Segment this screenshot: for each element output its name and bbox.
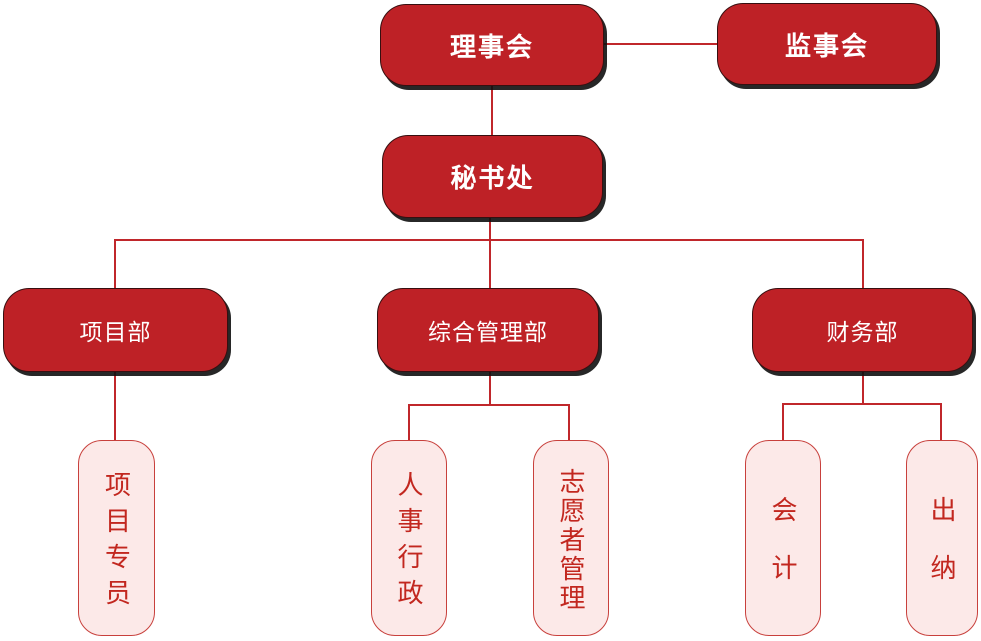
connector-finance-down — [862, 372, 864, 404]
node-volunteer-mgmt-label: 志愿者管理 — [556, 467, 586, 613]
connector-volunteer-drop — [568, 404, 570, 440]
node-supervisory-label: 监事会 — [784, 30, 869, 61]
connector-general-spread — [408, 404, 570, 406]
node-project-specialist: 项目专员 — [78, 440, 155, 636]
connector-board-secretariat — [491, 86, 493, 135]
node-finance-dept: 财务部 — [752, 288, 973, 372]
node-cashier: 出纳 — [906, 440, 978, 636]
node-accountant: 会计 — [745, 440, 821, 636]
node-volunteer-mgmt: 志愿者管理 — [533, 440, 609, 636]
node-project-dept: 项目部 — [3, 288, 228, 372]
node-secretariat-label: 秘书处 — [450, 163, 535, 193]
connector-cashier-drop — [940, 403, 942, 440]
connector-project-dept-drop — [114, 239, 116, 288]
node-general-admin-dept-label: 综合管理部 — [428, 319, 548, 345]
node-supervisory: 监事会 — [717, 3, 937, 85]
node-hr-admin-label: 人事行政 — [394, 471, 424, 615]
connector-hr-admin-drop — [408, 404, 410, 440]
connector-general-down — [489, 372, 491, 405]
connector-board-supervisory — [604, 43, 717, 45]
connector-dept-spread — [114, 239, 864, 241]
node-secretariat: 秘书处 — [382, 135, 603, 218]
connector-accountant-drop — [782, 403, 784, 440]
connector-finance-spread — [782, 403, 942, 405]
node-accountant-label: 会计 — [768, 496, 798, 612]
node-cashier-label: 出纳 — [927, 496, 957, 612]
connector-finance-dept-drop — [862, 239, 864, 288]
connector-project-specialist-drop — [114, 372, 116, 440]
node-project-dept-label: 项目部 — [79, 319, 152, 345]
node-finance-dept-label: 财务部 — [826, 319, 899, 345]
node-general-admin-dept: 综合管理部 — [377, 288, 599, 372]
node-hr-admin: 人事行政 — [371, 440, 447, 636]
node-board-label: 理事会 — [449, 31, 534, 62]
connector-secretariat-down — [489, 218, 491, 288]
node-project-specialist-label: 项目专员 — [101, 471, 132, 615]
node-board: 理事会 — [380, 4, 604, 86]
